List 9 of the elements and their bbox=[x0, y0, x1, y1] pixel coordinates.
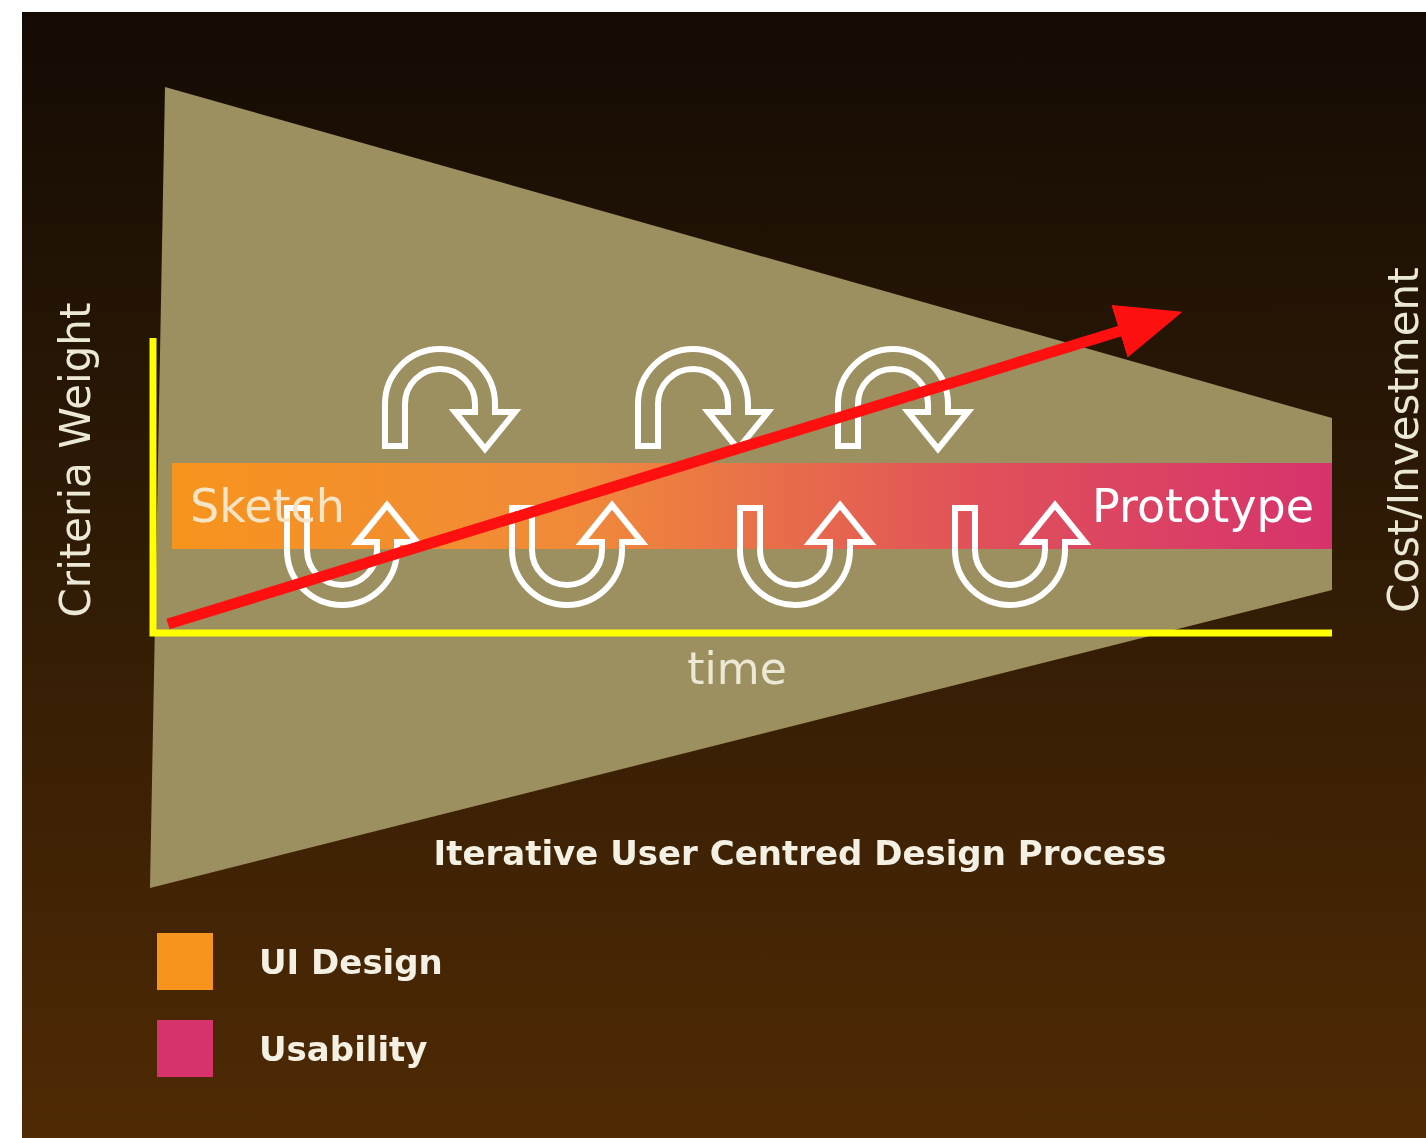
gradient-band bbox=[172, 463, 1332, 549]
axis-label: Cost/Investment bbox=[1378, 267, 1426, 613]
stage-label: Sketch bbox=[190, 479, 345, 533]
axis-label: Criteria Weight bbox=[50, 302, 100, 618]
legend-label: Usability bbox=[259, 1028, 428, 1069]
legend-label: UI Design bbox=[259, 941, 443, 982]
stage-label: Prototype bbox=[1092, 479, 1314, 533]
caption: Iterative User Centred Design Process bbox=[433, 833, 1167, 873]
axis-label: time bbox=[687, 642, 787, 694]
